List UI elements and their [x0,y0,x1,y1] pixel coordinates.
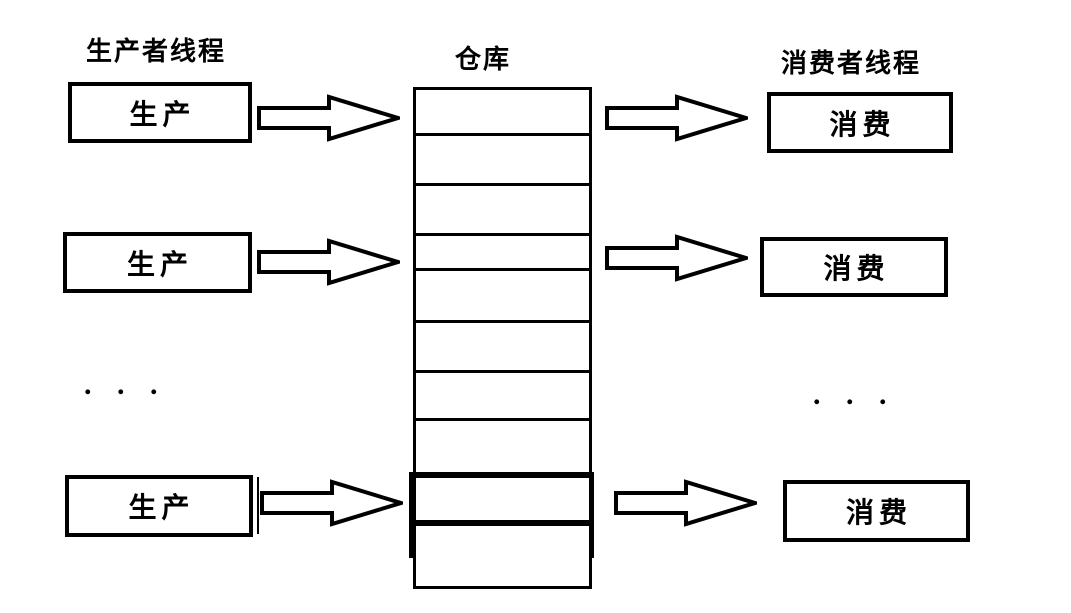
producer-box-2-label: 生产 [126,249,193,281]
stray-vertical-line [257,477,259,534]
consumer-box-3: 消费 [783,480,970,542]
warehouse-buffer [413,87,592,589]
warehouse-cell [416,478,589,526]
block-arrow-right-icon [260,479,408,527]
warehouse-cell [416,136,589,186]
thick-cell-right-border [589,472,594,558]
warehouse-cell [416,526,589,586]
block-arrow-right-icon [605,234,753,282]
warehouse-column-title: 仓库 [455,45,512,74]
block-arrow-right-icon [605,94,753,142]
producer-box-3: 生产 [65,475,253,537]
producer-ellipsis: . . . [84,368,167,401]
thick-cell-divider [409,520,594,525]
producer-box-2: 生产 [63,232,252,293]
consumer-ellipsis: . . . [813,378,896,411]
warehouse-cell [416,421,589,478]
producer-box-1-label: 生产 [129,99,196,131]
warehouse-cell [416,90,589,136]
consumer-column-title: 消费者线程 [781,49,922,78]
warehouse-cell [416,271,589,323]
block-arrow-right-icon [257,238,405,286]
consumer-box-2-label: 消费 [823,254,890,285]
warehouse-cell [416,236,589,271]
consumer-box-1-label: 消费 [829,109,896,141]
consumer-box-3-label: 消费 [845,498,912,529]
thick-cell-left-border [409,472,414,558]
producer-column-title: 生产者线程 [86,37,227,66]
producer-box-3-label: 生产 [128,493,195,524]
block-arrow-right-icon [614,479,762,527]
warehouse-cell [416,186,589,236]
block-arrow-right-icon [257,94,405,142]
consumer-box-1: 消费 [767,92,953,153]
producer-box-1: 生产 [68,82,252,143]
thick-cell-top-border [409,472,594,477]
warehouse-cell [416,373,589,421]
warehouse-cell [416,323,589,373]
consumer-box-2: 消费 [760,237,948,297]
